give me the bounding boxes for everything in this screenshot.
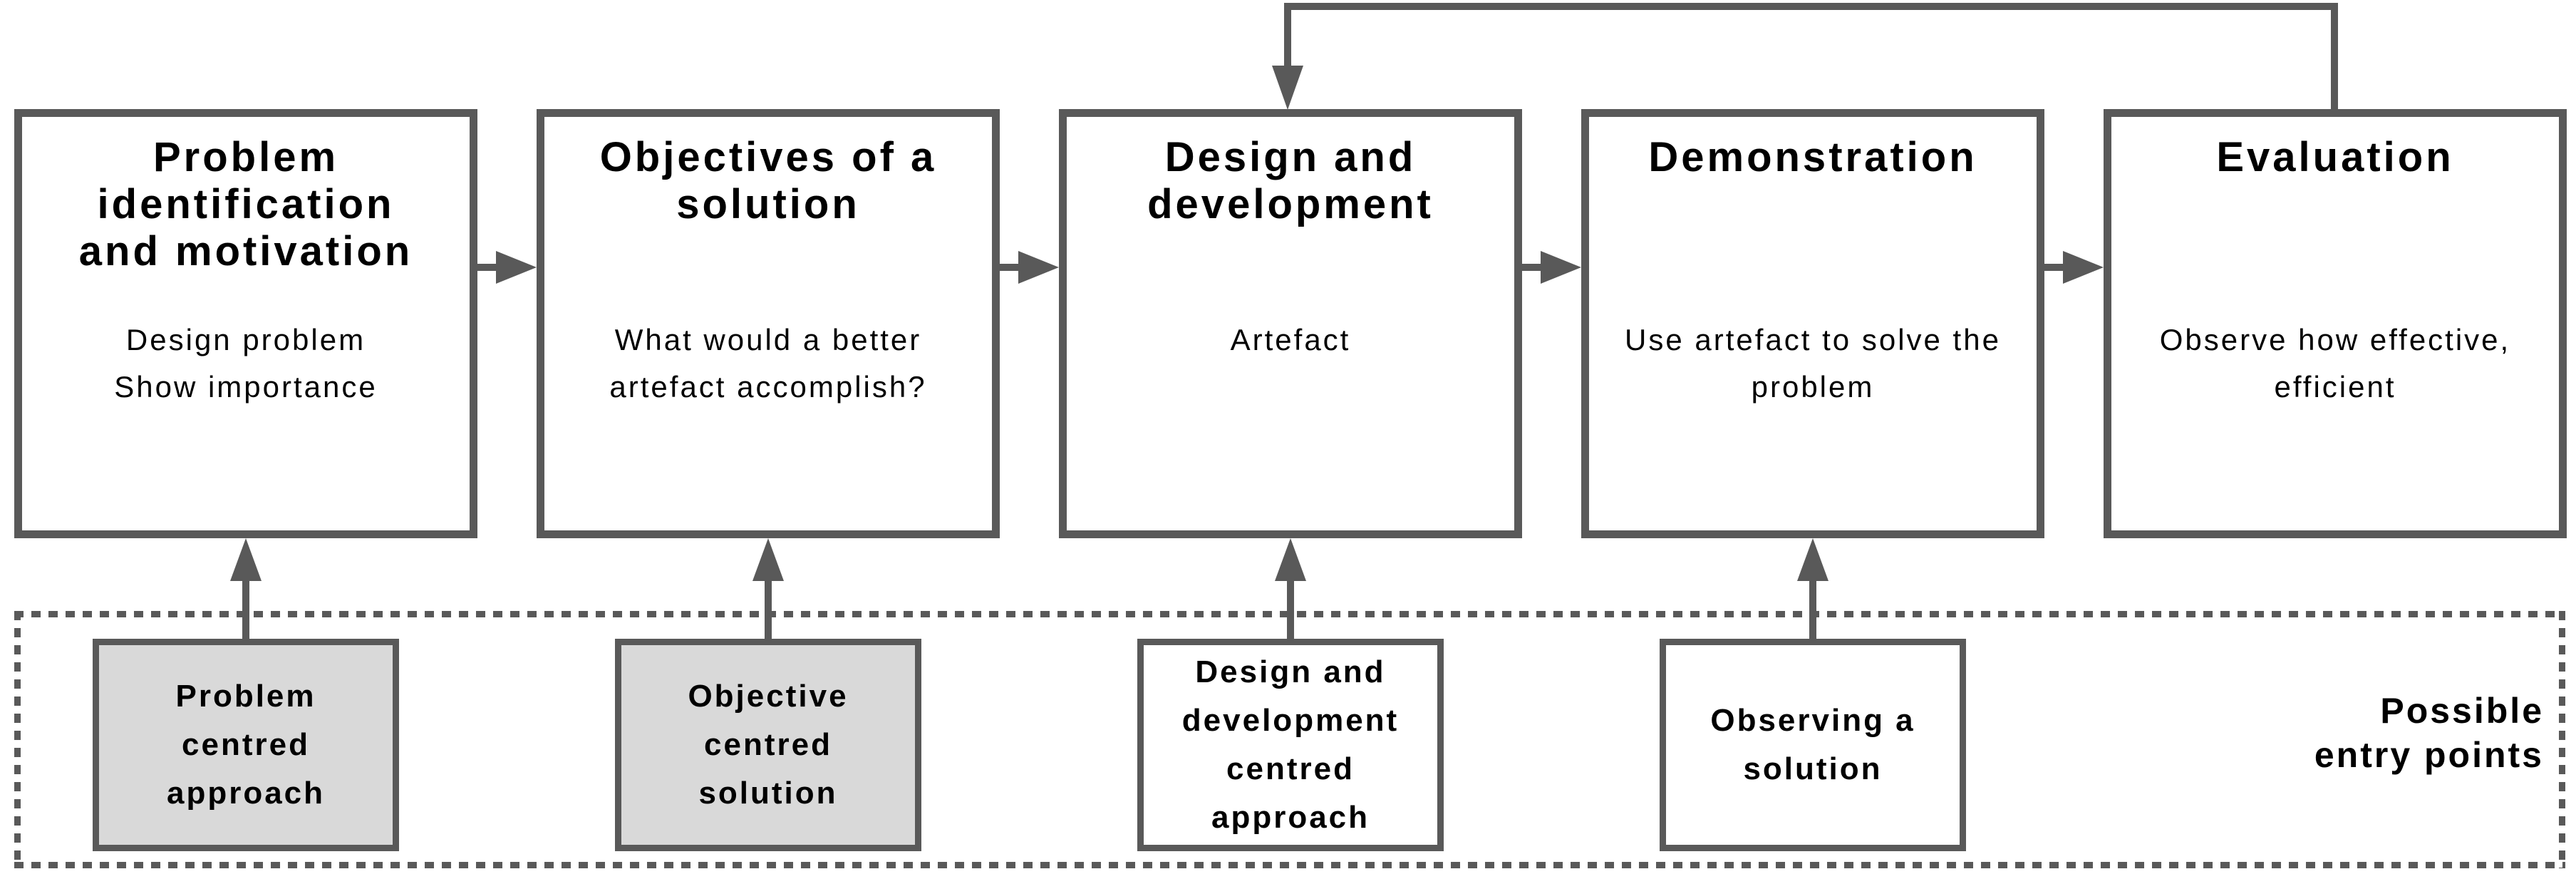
stage-box-demonstration: Demonstration Use artefact to solve the … bbox=[1581, 109, 2044, 538]
stage-description: Design problem Show importance bbox=[114, 323, 378, 403]
possible-entry-points-label: Possible entry points bbox=[2314, 691, 2544, 775]
stage-title: Objectives of a solution bbox=[599, 134, 937, 227]
feedback-arrow-horizontal-line bbox=[1284, 3, 2338, 10]
region-dashed-border-right bbox=[2559, 611, 2565, 868]
stage-title: Problem identification and motivation bbox=[78, 134, 413, 274]
feedback-arrow-left-segment bbox=[1284, 3, 1291, 67]
stage-description: What would a better artefact accomplish? bbox=[609, 323, 927, 403]
feedback-arrowhead-down-icon bbox=[1272, 66, 1303, 110]
stage-box-problem-identification: Problem identification and motivation De… bbox=[14, 109, 477, 538]
stage-box-objectives-of-solution: Objectives of a solution What would a be… bbox=[537, 109, 1000, 538]
flow-arrow-line bbox=[476, 264, 499, 271]
stage-description: Use artefact to solve the problem bbox=[1625, 323, 2001, 403]
entry-box-observing-solution: Observing a solution bbox=[1660, 639, 1966, 851]
entry-box-design-development-centred: Design and development centred approach bbox=[1137, 639, 1444, 851]
feedback-arrow-right-segment bbox=[2331, 3, 2338, 110]
entry-arrow-line bbox=[242, 579, 249, 642]
entry-arrowhead-up-icon bbox=[1797, 538, 1828, 581]
stage-description: Artefact bbox=[1230, 323, 1351, 356]
stage-title: Evaluation bbox=[2216, 134, 2454, 180]
flow-arrowhead-icon bbox=[496, 251, 537, 284]
stage-box-evaluation: Evaluation Observe how effective, effici… bbox=[2104, 109, 2567, 538]
region-dashed-border-left bbox=[14, 611, 21, 868]
stage-box-design-and-development: Design and development Artefact bbox=[1059, 109, 1522, 538]
flow-arrowhead-icon bbox=[2063, 251, 2104, 284]
entry-arrowhead-up-icon bbox=[230, 538, 262, 581]
flow-arrowhead-icon bbox=[1541, 251, 1581, 284]
entry-box-problem-centred: Problem centred approach bbox=[93, 639, 399, 851]
flow-arrow-line bbox=[998, 264, 1021, 271]
entry-arrow-line bbox=[1287, 579, 1294, 642]
flow-arrowhead-icon bbox=[1018, 251, 1059, 284]
stage-title: Design and development bbox=[1147, 134, 1434, 227]
flow-arrow-line bbox=[2043, 264, 2066, 271]
entry-arrow-line bbox=[1809, 579, 1816, 642]
flow-arrow-line bbox=[1521, 264, 1543, 271]
entry-arrow-line bbox=[765, 579, 772, 642]
region-dashed-border-bottom bbox=[14, 862, 2565, 868]
entry-arrowhead-up-icon bbox=[752, 538, 784, 581]
stage-description: Observe how effective, efficient bbox=[2159, 323, 2511, 403]
entry-box-objective-centred: Objective centred solution bbox=[615, 639, 921, 851]
stage-title: Demonstration bbox=[1648, 134, 1977, 180]
entry-arrowhead-up-icon bbox=[1275, 538, 1306, 581]
